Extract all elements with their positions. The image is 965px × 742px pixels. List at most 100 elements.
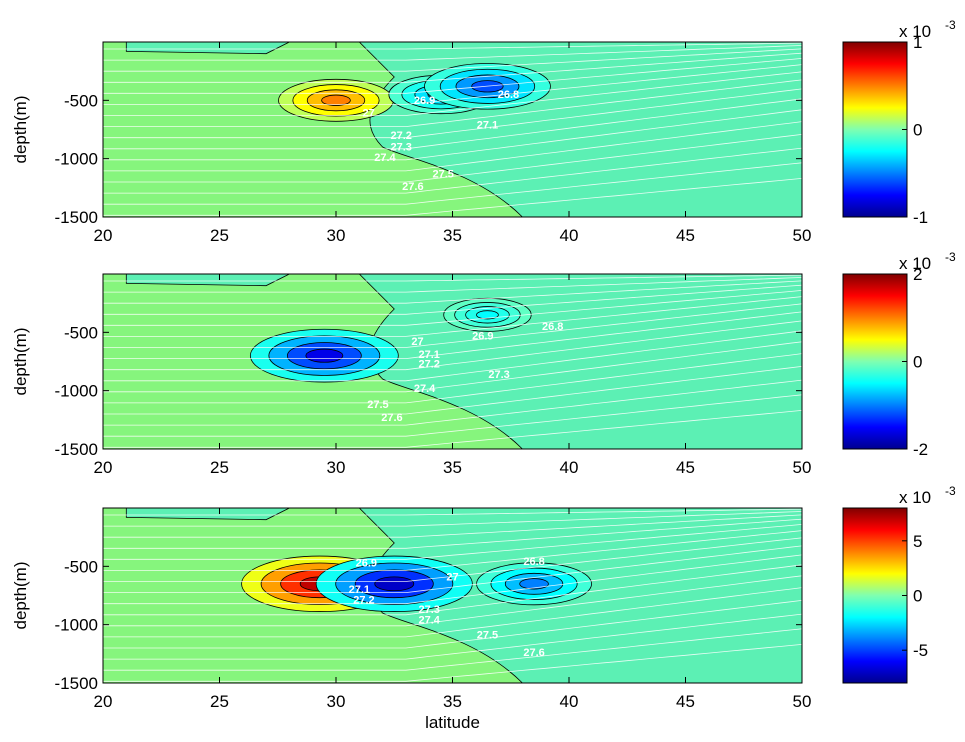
isopycnal-line: [103, 79, 802, 127]
density-label: 27.1: [418, 349, 439, 361]
density-label: 27.1: [477, 119, 498, 131]
isopycnal-line: [103, 296, 802, 337]
isopycnal-line: [103, 311, 802, 360]
x-tick-label: 30: [327, 458, 346, 477]
isopycnal-line: [103, 290, 802, 326]
y-tick-label: -500: [64, 557, 98, 576]
x-tick-label: 40: [560, 692, 579, 711]
isopycnal-line: [103, 353, 802, 404]
isopycnal-line: [103, 341, 802, 393]
isopycnal-line: [103, 587, 802, 638]
x-tick-label: 50: [793, 692, 812, 711]
x-tick-label: 25: [210, 226, 229, 245]
density-label: 27: [446, 571, 458, 583]
y-tick-label: -1500: [55, 674, 98, 693]
isopycnal-line: [103, 545, 802, 593]
isopycnal-line: [103, 147, 802, 194]
isopycnal-line: [103, 52, 802, 83]
density-label: 27.3: [391, 142, 412, 154]
colorbar-exponent-power: -3: [945, 484, 956, 498]
density-label: 27: [362, 108, 374, 120]
isopycnal-line: [103, 564, 802, 616]
anomaly-negative-1: [305, 348, 344, 363]
x-tick-label: 30: [327, 226, 346, 245]
density-label: 26.8: [542, 321, 563, 333]
colorbar: 10-1x 10-3: [842, 18, 956, 227]
colorbar-tick-label: 5: [913, 532, 922, 551]
colorbar-gradient: [842, 273, 908, 450]
isopycnal-line: [103, 575, 802, 627]
isopycnal-line: [103, 48, 802, 72]
isopycnal-line: [103, 280, 802, 304]
density-label: 27.6: [381, 412, 402, 424]
density-label: 27.1: [349, 584, 370, 596]
density-label: 26.8: [523, 556, 544, 568]
y-tick-label: -1500: [55, 208, 98, 227]
colorbar-tick-label: -5: [913, 641, 928, 660]
colorbar-tick-label: 0: [913, 353, 922, 372]
isopycnal-line: [103, 71, 802, 116]
colorbar-exponent-power: -3: [945, 250, 956, 264]
x-tick-label: 50: [793, 458, 812, 477]
density-label: 27.2: [391, 130, 412, 142]
y-tick-label: -1500: [55, 440, 98, 459]
isopycnal-line: [103, 64, 802, 105]
x-tick-label: 35: [443, 226, 462, 245]
density-label: 26.9: [472, 330, 493, 342]
colorbar: 5 0 -5 x 10 -3: [842, 484, 956, 684]
colorbar-exponent: x 10: [899, 22, 931, 41]
y-tick-label: -1000: [55, 616, 98, 635]
near-surface-region: [125, 42, 290, 55]
colorbar: 20-2x 10-3: [842, 250, 956, 459]
isopycnal-line: [103, 530, 802, 571]
colorbar-tick-label: 1: [913, 33, 922, 52]
isopycnal-line: [103, 394, 802, 437]
anomaly-positive-1: [321, 94, 351, 106]
near-surface-region: [125, 274, 290, 287]
isopycnal-line: [103, 613, 802, 660]
isopycnal-line: [103, 134, 802, 183]
density-label: 27: [411, 336, 423, 348]
y-axis-label: depth(m): [11, 95, 30, 163]
y-axis-label: depth(m): [11, 561, 30, 629]
colorbar-exponent: x 10: [899, 254, 931, 273]
anomaly-negative-3: [519, 578, 549, 590]
isopycnal-line: [103, 88, 802, 139]
anomaly-negative-2: [476, 310, 499, 320]
x-tick-label: 45: [676, 458, 695, 477]
colorbar-exponent: x 10: [899, 488, 931, 507]
density-label: 27.2: [418, 358, 439, 370]
x-tick-label: 30: [327, 692, 346, 711]
isopycnal-line: [103, 45, 802, 61]
x-tick-label: 40: [560, 458, 579, 477]
y-axis: -500 -1000 -1500: [55, 557, 802, 693]
density-label: 26.9: [356, 557, 377, 569]
isopycnal-line: [103, 303, 802, 348]
density-label: 26.9: [414, 95, 435, 107]
x-tick-label: 20: [94, 458, 113, 477]
isopycnal-line: [103, 518, 802, 549]
isopycnal-line: [103, 600, 802, 649]
y-axis-label: depth(m): [11, 327, 30, 395]
isopycnal-line: [103, 121, 802, 172]
y-tick-label: -500: [64, 91, 98, 110]
x-tick-label: 25: [210, 458, 229, 477]
x-axis-label: latitude: [425, 713, 480, 732]
density-label: 27.3: [418, 604, 439, 616]
density-label: 26.8: [498, 89, 519, 101]
x-tick-label: 20: [94, 226, 113, 245]
density-label: 27.6: [523, 647, 544, 659]
x-tick-label: 35: [443, 692, 462, 711]
isopycnal-line: [103, 511, 802, 527]
colorbar-tick-label: 0: [913, 587, 922, 606]
density-label: 27.4: [414, 383, 436, 395]
isopycnal-line: [103, 284, 802, 315]
y-tick-label: -500: [64, 323, 98, 342]
x-tick-label: 40: [560, 226, 579, 245]
